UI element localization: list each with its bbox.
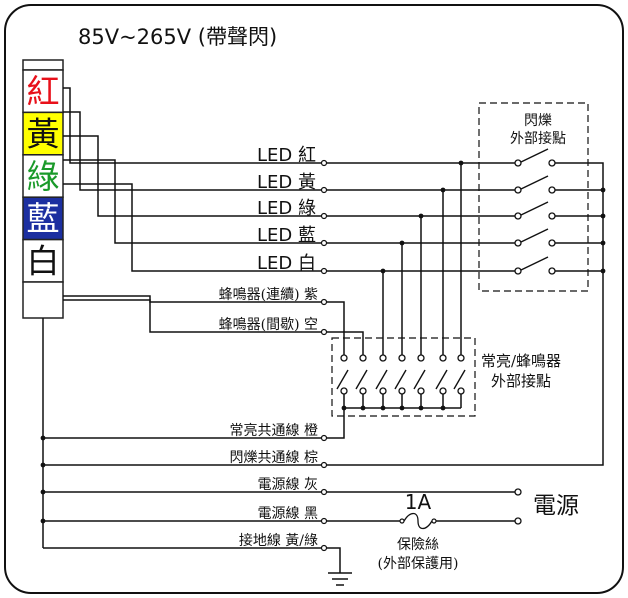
flash-contact-box: 閃爍 外部接點 [478,102,589,292]
flash-switch-contact-left [514,239,522,247]
tower-segment-green [22,154,64,198]
steady-switch-blade [435,369,448,390]
tower-label-green: 綠 [27,157,60,196]
flash-switch-blade [520,148,549,163]
flash-switch-contact-right [548,159,556,167]
flash-switch-contact-left [514,212,522,220]
steady-switch-contact-bottom [379,387,387,395]
flash-switch-contact-right [548,267,556,275]
terminals [320,159,328,552]
steady-switch-contact-top [359,354,367,362]
steady-switch-contact-bottom [417,387,425,395]
wire-led-blue [63,159,322,244]
label-ground: 接地線 黃/綠 [239,532,318,549]
fuse-label: 保險絲 [397,537,439,553]
wire-led-red [63,87,322,164]
flash-switch-contact-left [514,186,522,194]
label-led-red: LED 紅 [257,145,316,166]
flash-box-label-1: 閃爍 [524,113,552,129]
steady-switch-blade [453,369,466,390]
wire-buzzer-continuous [63,295,322,303]
steady-switch-contact-top [439,354,447,362]
label-steady-common: 常亮共通線 橙 [230,422,318,439]
wire-buzzer-intermittent [63,299,322,333]
steady-contact-box: 常亮/蜂鳴器 外部接點 [331,337,561,417]
wire-led-white [63,183,322,272]
tower-segment-blue [22,196,64,241]
steady-switch-blade [413,369,426,390]
power-terminal-bottom [514,517,522,525]
tower-label-yellow: 黃 [27,114,60,153]
flash-switch-blade [520,201,549,216]
label-led-green: LED 綠 [257,198,316,219]
tower-label-white: 白 [27,242,60,281]
wire-lines [42,87,604,586]
tower-label-red: 紅 [27,72,60,111]
wire-led-yellow [63,111,322,191]
label-led-white: LED 白 [257,253,316,274]
label-power-gray: 電源線 灰 [258,477,318,493]
steady-switch-contact-bottom [359,387,367,395]
label-power-black: 電源線 黑 [258,506,318,522]
label-buzzer-intermittent: 蜂鳴器(間歇) 空 [219,317,318,333]
wire-led-green [63,135,322,217]
tower-cap [22,59,64,71]
wire-labels: LED 紅 LED 黃 LED 綠 LED 藍 LED 白 蜂鳴器(連續) 紫 … [219,145,318,549]
junction-dots [40,160,606,524]
fuse-rating: 1A [405,490,432,514]
flash-switch-contact-left [514,267,522,275]
title: 85V~265V (帶聲閃) [78,25,277,49]
label-led-yellow: LED 黃 [257,172,316,193]
flash-switch-blade [520,256,549,271]
steady-box-label-1: 常亮/蜂鳴器 [481,352,561,370]
steady-switch-contact-bottom [398,387,406,395]
flash-switch-contact-right [548,186,556,194]
flash-switch-blade [520,175,549,190]
steady-switch-contact-top [379,354,387,362]
tower-base [22,281,64,319]
steady-switch-contact-top [457,354,465,362]
steady-switch-contact-bottom [340,387,348,395]
steady-switch-blade [394,369,407,390]
flash-switch-contact-right [548,212,556,220]
power-source-label: 電源 [533,493,579,519]
flash-box-label-2: 外部接點 [510,130,566,147]
steady-switch-contact-top [417,354,425,362]
steady-switch-contact-bottom [457,387,465,395]
steady-switch-blade [336,369,349,390]
label-buzzer-continuous: 蜂鳴器(連續) 紫 [219,287,318,303]
fuse-symbol [399,512,437,530]
label-led-blue: LED 藍 [257,225,316,246]
steady-switch-contact-top [340,354,348,362]
power-terminal-top [514,488,522,496]
tower-label-blue: 藍 [27,199,60,238]
outer-frame [4,4,624,594]
flash-switch-blade [520,228,549,243]
steady-switch-blade [355,369,368,390]
flash-switch-contact-right [548,239,556,247]
flash-switch-contact-left [514,159,522,167]
label-flash-common: 閃爍共通線 棕 [230,450,318,466]
steady-box-label-2: 外部接點 [491,372,551,390]
steady-switch-blade [375,369,388,390]
fuse-note: (外部保護用) [378,556,459,572]
steady-switch-contact-top [398,354,406,362]
steady-switch-contact-bottom [439,387,447,395]
